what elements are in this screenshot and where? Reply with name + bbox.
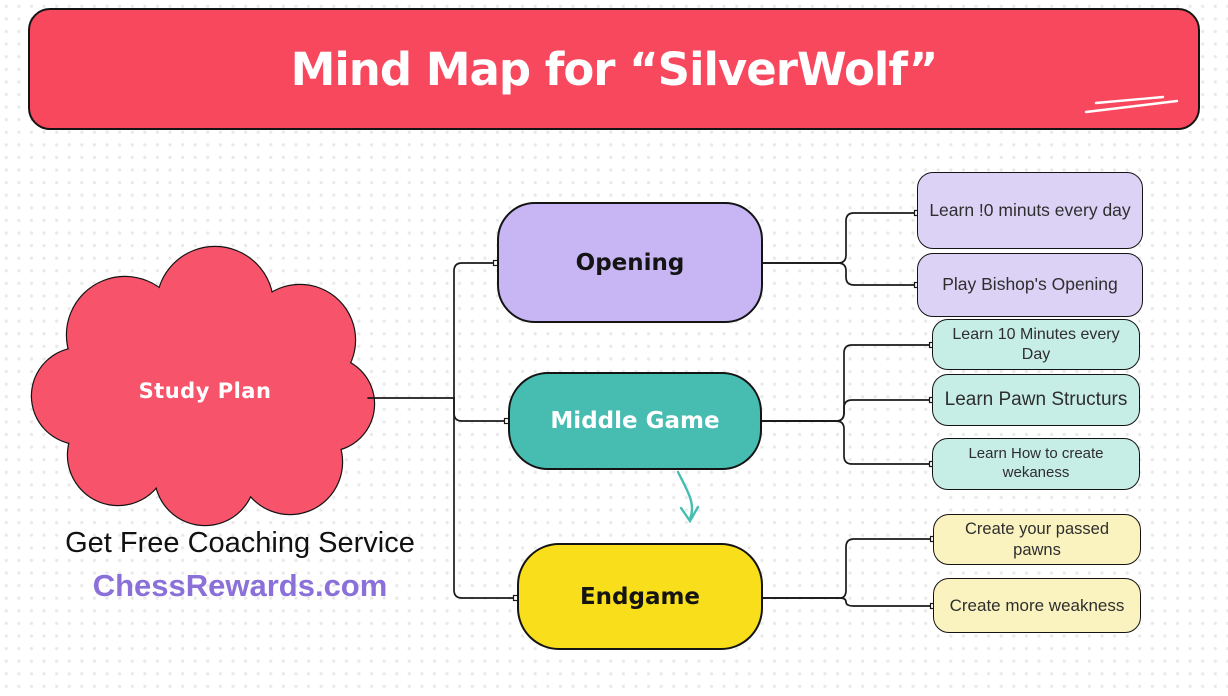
middle-to-endgame-arrow [676, 470, 700, 524]
edge-root-middle [453, 397, 506, 422]
node-opening[interactable]: Opening [497, 202, 763, 323]
edge-endgame-leaf1 [762, 538, 933, 599]
leaf-endgame-2[interactable]: Create more weakness [933, 578, 1141, 633]
leaf-opening-2[interactable]: Play Bishop's Opening [917, 253, 1143, 317]
edge-root-endgame [453, 397, 515, 599]
coaching-tagline: Get Free Coaching Service [65, 527, 415, 559]
leaf-middle-1-label: Learn 10 Minutes every Day [952, 325, 1120, 363]
node-middle-game[interactable]: Middle Game [508, 372, 762, 470]
edge-opening-leaf2 [762, 262, 917, 286]
leaf-endgame-1-label: Create your passed pawns [965, 519, 1109, 559]
leaf-endgame-1[interactable]: Create your passed pawns [933, 514, 1141, 565]
leaf-opening-2-label: Play Bishop's Opening [942, 274, 1118, 295]
edge-endgame-leaf2 [762, 597, 933, 607]
edge-middle-leaf3 [761, 420, 932, 465]
node-middle-game-label: Middle Game [550, 408, 720, 434]
leaf-middle-3[interactable]: Learn How to create wekaness [932, 438, 1140, 490]
node-endgame-label: Endgame [579, 583, 701, 610]
leaf-opening-1-label: Learn !0 minuts every day [929, 199, 1131, 220]
edges [367, 212, 933, 607]
node-endgame[interactable]: Endgame [517, 543, 763, 650]
leaf-middle-2[interactable]: Learn Pawn Structurs [932, 374, 1140, 426]
edge-opening-leaf1 [762, 212, 917, 264]
edge-root-opening [453, 262, 495, 399]
title-banner: Mind Map for “SilverWolf” [28, 8, 1200, 130]
page-title: Mind Map for “SilverWolf” [290, 42, 939, 96]
chessrewards-link[interactable]: ChessRewards.com [92, 568, 388, 603]
edge-middle-leaf2 [761, 399, 932, 422]
leaf-middle-2-label: Learn Pawn Structurs [944, 389, 1128, 411]
leaf-endgame-2-label: Create more weakness [949, 595, 1125, 615]
cloud-shape[interactable] [30, 245, 376, 527]
leaf-middle-1[interactable]: Learn 10 Minutes every Day [932, 319, 1140, 370]
edge-middle-leaf1 [761, 344, 932, 422]
leaf-opening-1[interactable]: Learn !0 minuts every day [917, 172, 1143, 249]
banner-underline-scribble [1084, 95, 1179, 114]
node-opening-label: Opening [575, 249, 685, 276]
leaf-middle-3-label: Learn How to create wekaness [968, 445, 1104, 481]
root-node-label: Study Plan [138, 379, 272, 403]
